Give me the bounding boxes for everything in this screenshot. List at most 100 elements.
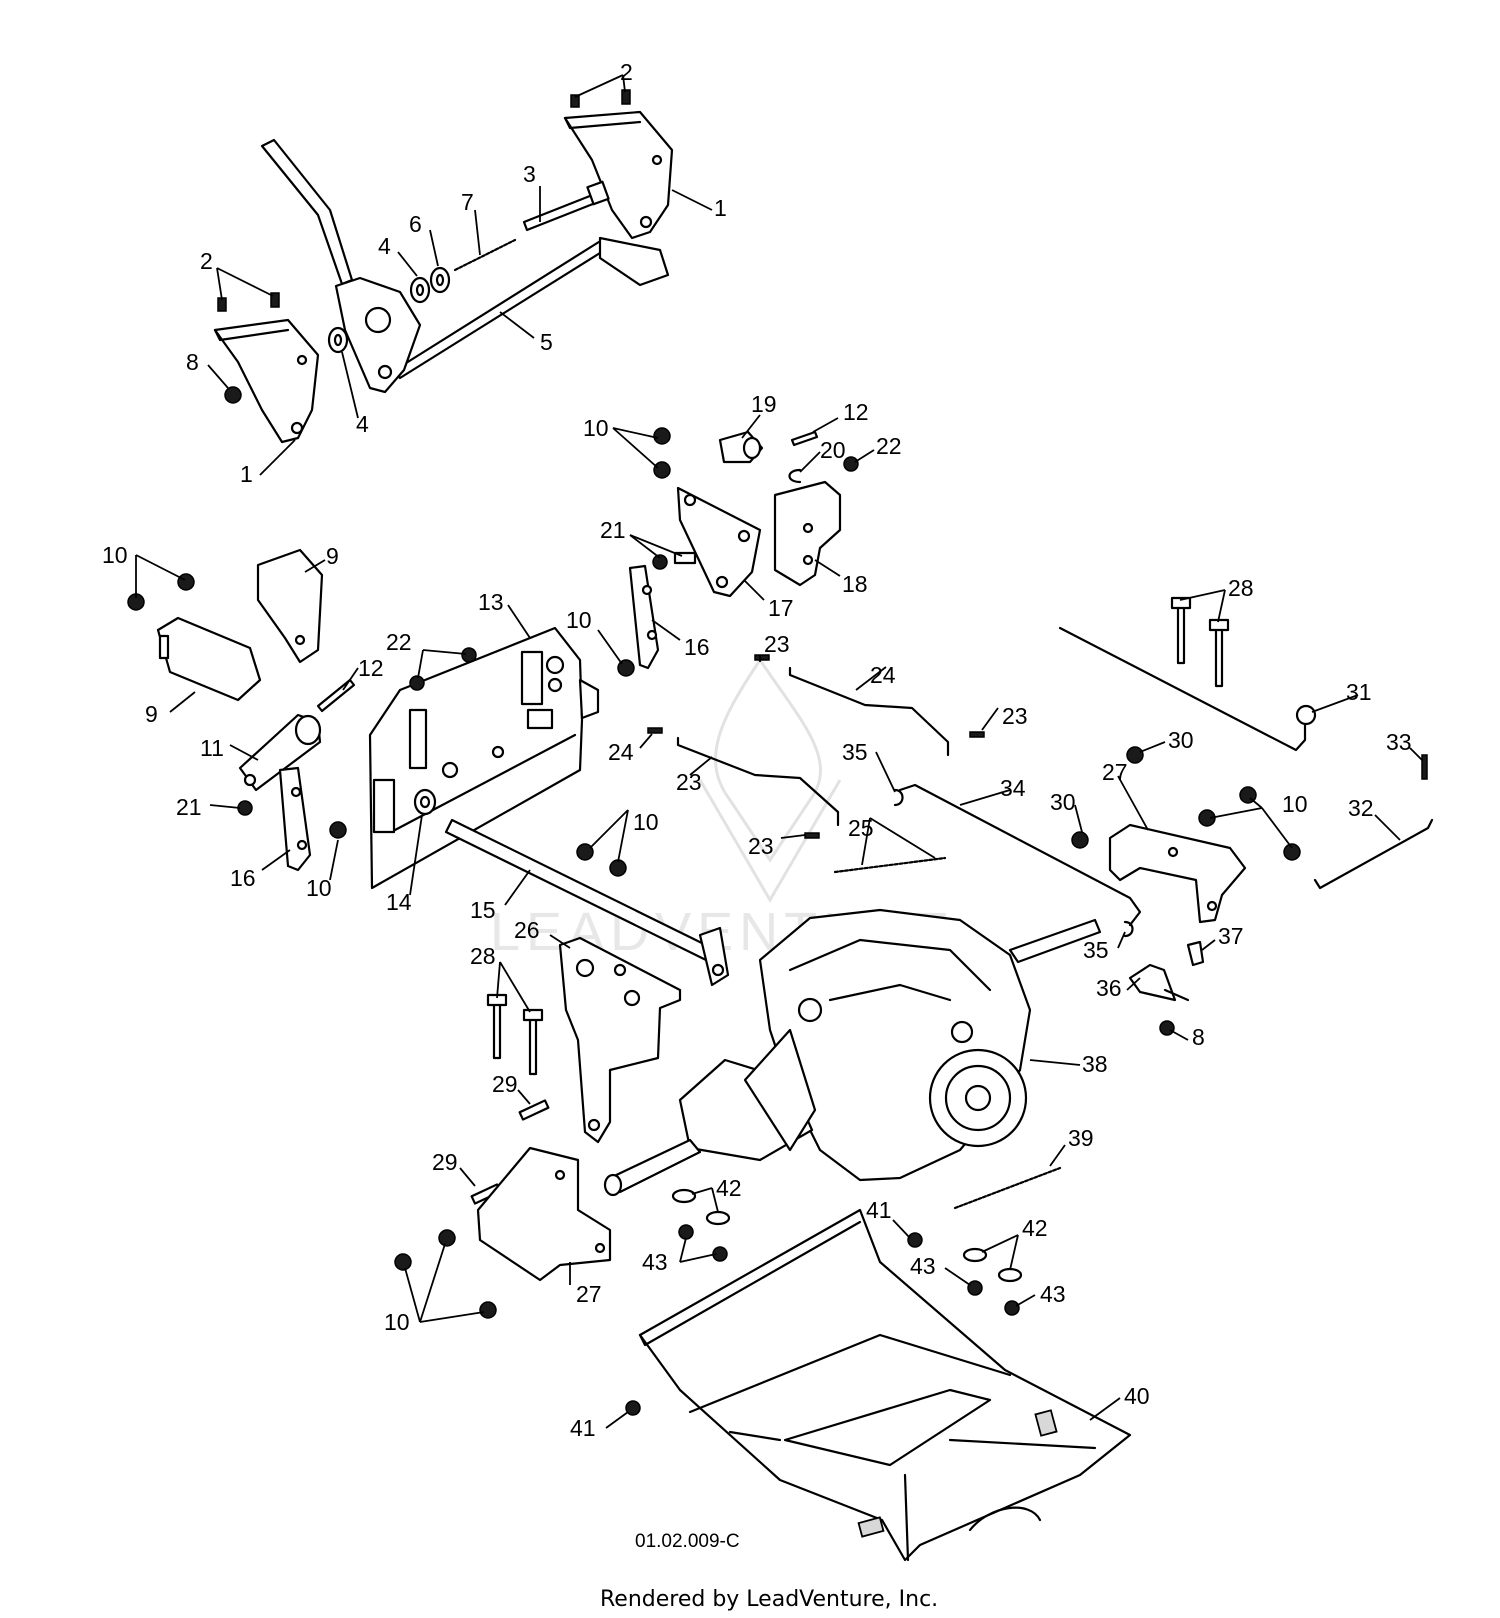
callout-10[interactable]: 10	[1282, 791, 1308, 817]
callout-25[interactable]: 25	[848, 815, 874, 841]
part-19-pivot[interactable]	[718, 430, 764, 464]
part-35-clip-lower[interactable]	[1123, 920, 1134, 938]
callout-42[interactable]: 42	[1022, 1215, 1048, 1241]
callout-35[interactable]: 35	[842, 739, 868, 765]
callout-27[interactable]: 27	[1102, 759, 1128, 785]
callout-27[interactable]: 27	[576, 1281, 602, 1307]
part-24-rod-lower[interactable]	[676, 736, 840, 827]
part-25-spring[interactable]	[833, 856, 947, 874]
part-12-pin-left[interactable]	[316, 678, 356, 713]
part-10-fasteners-center[interactable]	[576, 843, 627, 877]
part-12-pin-upper[interactable]	[790, 430, 819, 447]
part-21-bolts-upper[interactable]	[652, 551, 697, 570]
callout-32[interactable]: 32	[1348, 795, 1374, 821]
part-5-lever-shaft[interactable]	[260, 138, 670, 394]
part-14-washer[interactable]	[413, 788, 437, 816]
callout-1[interactable]: 1	[240, 461, 253, 487]
callout-34[interactable]: 34	[1000, 775, 1026, 801]
callout-43[interactable]: 43	[1040, 1281, 1066, 1307]
callout-10[interactable]: 10	[102, 542, 128, 568]
callout-35[interactable]: 35	[1083, 937, 1109, 963]
part-16-strap-left[interactable]	[278, 766, 312, 872]
callout-10[interactable]: 10	[583, 415, 609, 441]
part-2-screws-left[interactable]	[217, 292, 280, 312]
callout-40[interactable]: 40	[1124, 1383, 1150, 1409]
part-9-bracket-upper[interactable]	[256, 548, 324, 664]
part-43-nuts-right[interactable]	[967, 1280, 1020, 1316]
callout-2[interactable]: 2	[200, 248, 213, 274]
callout-8[interactable]: 8	[1192, 1024, 1205, 1050]
part-32-rod[interactable]	[1313, 818, 1434, 890]
callout-14[interactable]: 14	[386, 889, 412, 915]
callout-6[interactable]: 6	[409, 211, 422, 237]
part-38-transaxle[interactable]	[603, 908, 1102, 1197]
callout-38[interactable]: 38	[1082, 1051, 1108, 1077]
part-37-fastener[interactable]	[1186, 940, 1205, 967]
part-23-pin-a[interactable]	[754, 654, 770, 661]
callout-22[interactable]: 22	[386, 629, 412, 655]
part-29-bolt-upper[interactable]	[518, 1099, 550, 1121]
callout-24[interactable]: 23	[676, 769, 702, 795]
part-1-right-bracket[interactable]	[563, 110, 674, 240]
callout-21[interactable]: 21	[600, 517, 626, 543]
callout-12[interactable]: 12	[358, 655, 384, 681]
callout-23[interactable]: 23	[748, 833, 774, 859]
callout-23[interactable]: 23	[764, 631, 790, 657]
part-20-clip[interactable]	[788, 468, 802, 484]
part-4-washer-lower[interactable]	[327, 326, 349, 354]
part-23-pin-d[interactable]	[804, 832, 820, 839]
callout-20[interactable]: 20	[820, 437, 846, 463]
callout-41[interactable]: 41	[570, 1415, 596, 1441]
part-36-arm[interactable]	[1128, 963, 1190, 1002]
callout-19[interactable]: 19	[751, 391, 777, 417]
callout-43[interactable]: 43	[642, 1249, 668, 1275]
callout-9[interactable]: 9	[326, 543, 339, 569]
part-43-nuts-center[interactable]	[678, 1224, 728, 1262]
callout-42[interactable]: 42	[716, 1175, 742, 1201]
part-30-nut-lower[interactable]	[1071, 831, 1089, 849]
callout-41[interactable]: 41	[866, 1197, 892, 1223]
part-30-nut-upper[interactable]	[1126, 746, 1144, 764]
part-8-nut-lower[interactable]	[1159, 1020, 1175, 1036]
part-1-left-bracket[interactable]	[213, 318, 320, 444]
callout-29[interactable]: 29	[432, 1149, 458, 1175]
callout-18[interactable]: 18	[842, 571, 868, 597]
part-28-bolts-lower[interactable]	[486, 993, 544, 1076]
part-34-rod[interactable]	[898, 783, 1142, 927]
callout-3[interactable]: 3	[523, 161, 536, 187]
part-41-fastener-lower[interactable]	[625, 1400, 641, 1416]
callout-10[interactable]: 10	[384, 1309, 410, 1335]
callout-36[interactable]: 36	[1096, 975, 1122, 1001]
part-27-bracket-right[interactable]	[1108, 823, 1247, 924]
callout-10[interactable]: 10	[633, 809, 659, 835]
callout-2[interactable]: 2	[620, 59, 633, 85]
callout-22[interactable]: 22	[876, 433, 902, 459]
part-8-nut-upper[interactable]	[224, 386, 242, 404]
callout-1[interactable]: 1	[714, 195, 727, 221]
callout-10[interactable]: 10	[566, 607, 592, 633]
callout-28[interactable]: 28	[470, 943, 496, 969]
callout-39[interactable]: 39	[1068, 1125, 1094, 1151]
callout-4[interactable]: 4	[378, 233, 391, 259]
part-26-bracket[interactable]	[558, 936, 682, 1144]
callout-33[interactable]: 33	[1386, 729, 1412, 755]
part-17-plate[interactable]	[676, 486, 762, 598]
part-42-washers-right[interactable]	[962, 1247, 1023, 1283]
part-13-main-plate[interactable]	[368, 626, 600, 890]
callout-8[interactable]: 8	[186, 349, 199, 375]
part-10-fastener-lower-left[interactable]	[329, 821, 347, 839]
part-35-clip-upper[interactable]	[893, 788, 904, 807]
callout-16[interactable]: 16	[230, 865, 256, 891]
part-15-shaft[interactable]	[444, 818, 730, 987]
part-21-bolt-left[interactable]	[237, 800, 253, 816]
callout-37[interactable]: 37	[1218, 923, 1244, 949]
part-23-pin-c[interactable]	[647, 727, 663, 734]
callout-11[interactable]: 11	[200, 735, 224, 761]
part-2-screws-top[interactable]	[570, 89, 631, 108]
callout-24[interactable]: 24	[870, 662, 896, 688]
part-3-bolt[interactable]	[522, 180, 610, 232]
part-18-bracket[interactable]	[773, 480, 842, 587]
part-6-washer[interactable]	[429, 266, 451, 294]
part-10-fasteners-lower[interactable]	[394, 1229, 497, 1319]
callout-23[interactable]: 24	[608, 739, 634, 765]
